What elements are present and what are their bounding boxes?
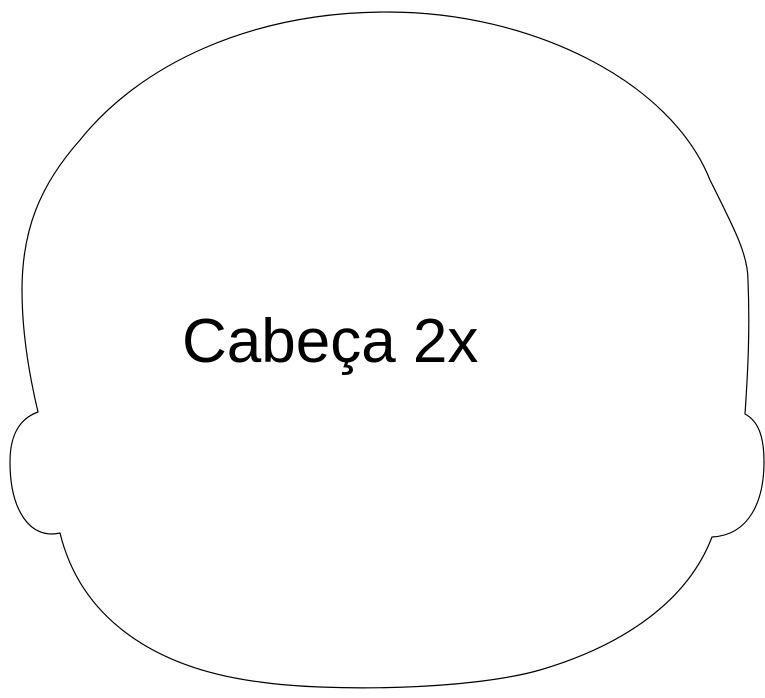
head-outline xyxy=(9,11,765,689)
template-label: Cabeça 2x xyxy=(182,307,479,376)
